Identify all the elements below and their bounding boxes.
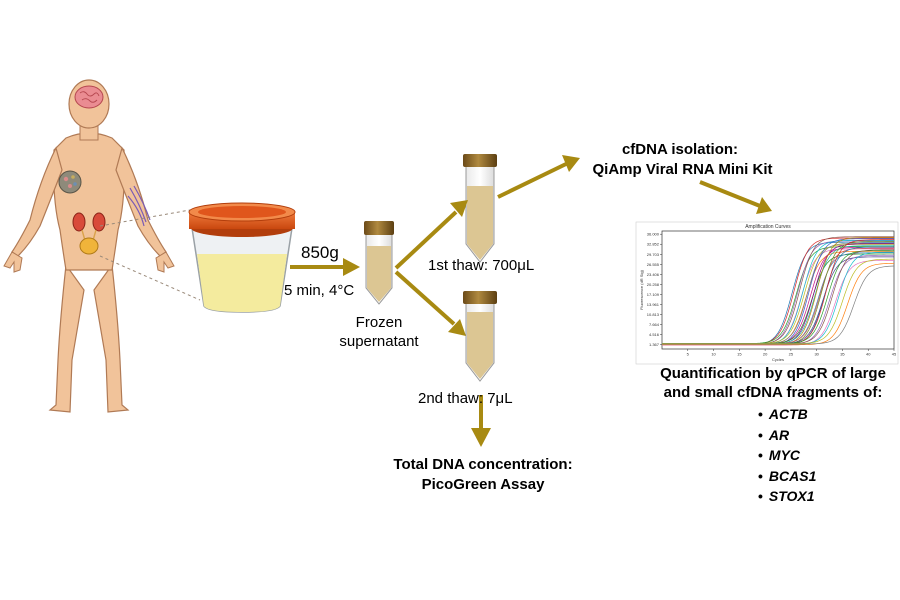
specimen-cup-icon <box>188 202 296 313</box>
plot-ytick-label: 17.109 <box>647 292 660 297</box>
total-dna-assay: PicoGreen Assay <box>421 476 545 493</box>
quantification-line-2: and small cfDNA fragments of: <box>663 384 883 401</box>
plot-xlabel: Cycles <box>772 357 784 362</box>
plot-ytick-label: 7.664 <box>649 322 660 327</box>
connector-line-lower <box>99 255 201 301</box>
plot-xtick-label: 15 <box>737 352 742 357</box>
amplification-curve <box>662 260 895 346</box>
centrifuge-tube-icon <box>463 291 497 382</box>
arrow-to-isolation <box>497 162 567 199</box>
plot-title: Amplification Curves <box>745 224 791 230</box>
plot-xtick-label: 10 <box>711 352 716 357</box>
centrifuge-tube-icon <box>463 154 497 263</box>
plot-ytick-label: 4.516 <box>649 332 660 337</box>
arrowhead-to-plot <box>756 197 772 214</box>
amplification-curve <box>662 258 895 344</box>
gene-item: AR <box>758 425 816 446</box>
plot-ytick-label: 36.000 <box>647 232 660 237</box>
plot-ytick-label: 23.406 <box>647 272 660 277</box>
centrifuge-speed-label: 850g <box>301 243 339 262</box>
human-body-icon <box>3 79 175 413</box>
plot-ytick-label: 32.852 <box>647 242 660 247</box>
amplification-curve <box>662 265 895 345</box>
amplification-curve <box>662 262 895 346</box>
plot-xtick-label: 5 <box>687 352 690 357</box>
gene-list: ACTB AR MYC BCAS1 STOX1 <box>758 404 816 507</box>
gene-item: STOX1 <box>758 486 816 507</box>
arrowhead-to-tube <box>343 258 360 276</box>
plot-xtick-label: 40 <box>866 352 871 357</box>
plot-ytick-label: 20.258 <box>647 282 660 287</box>
first-thaw-label: 1st thaw: 700μL <box>428 257 535 274</box>
total-dna-title: Total DNA concentration: <box>393 456 573 473</box>
plot-ytick-label: 13.961 <box>647 302 660 307</box>
quantification-line-1: Quantification by qPCR of large <box>660 365 886 382</box>
plot-xtick-label: 45 <box>892 352 897 357</box>
amplification-curve <box>662 251 895 345</box>
second-thaw-label: 2nd thaw: 7μL <box>418 390 513 407</box>
arrow-to-plot <box>699 180 761 208</box>
arrow-second-thaw <box>394 270 456 326</box>
gene-item: BCAS1 <box>758 466 816 487</box>
arrowhead-first-thaw <box>450 200 468 217</box>
gene-item: MYC <box>758 445 816 466</box>
plot-ytick-label: 1.367 <box>649 342 660 347</box>
gene-item: ACTB <box>758 404 816 425</box>
plot-xtick-label: 25 <box>789 352 794 357</box>
isolation-title: cfDNA isolation: <box>621 141 739 158</box>
plot-xtick-label: 20 <box>763 352 768 357</box>
plot-xtick-label: 35 <box>840 352 845 357</box>
plot-ytick-label: 26.555 <box>647 262 660 267</box>
arrowhead-second-thaw <box>448 319 466 336</box>
supernatant-label: supernatant <box>339 333 419 350</box>
plot-xtick-label: 30 <box>814 352 819 357</box>
frozen-label: Frozen <box>355 314 403 331</box>
isolation-kit: QiAmp Viral RNA Mini Kit <box>592 161 773 178</box>
arrow-first-thaw <box>394 210 458 270</box>
amplification-plot-icon: Amplification Curves Fluorescence (dR Si… <box>635 221 899 365</box>
centrifuge-tube-icon <box>364 221 394 305</box>
plot-ytick-label: 29.703 <box>647 252 660 257</box>
plot-ylabel: Fluorescence (dR Sig) <box>639 269 644 309</box>
plot-ytick-label: 10.813 <box>647 312 660 317</box>
arrowhead-to-isolation <box>562 155 580 172</box>
arrowhead-to-total-dna <box>471 428 491 447</box>
centrifuge-conditions-label: 5 min, 4°C <box>284 282 355 299</box>
